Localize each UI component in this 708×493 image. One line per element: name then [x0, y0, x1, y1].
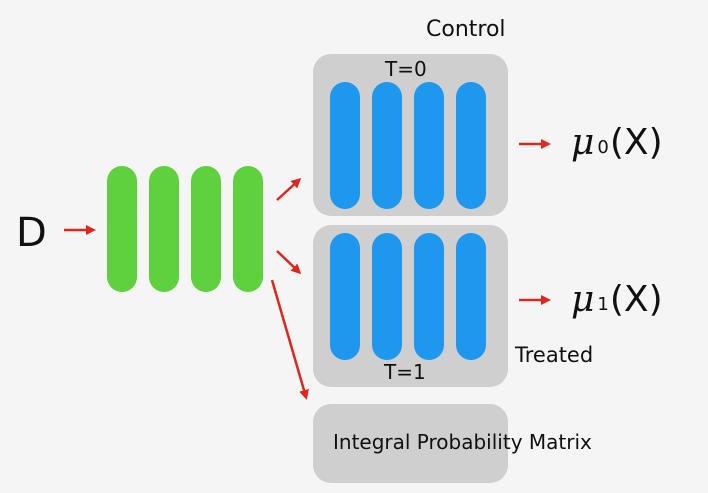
output-subscript: 1 [597, 294, 609, 315]
control-head-box: T=0 [313, 54, 508, 216]
control-treatment-label: T=0 [385, 57, 427, 81]
control-head-layer [456, 82, 486, 209]
ipm-label: Integral Probability Matrix [333, 430, 592, 454]
treated-title: Treated [515, 343, 594, 367]
control-head-layer [414, 82, 444, 209]
shared-layer [149, 166, 179, 292]
mu-symbol: μ [571, 122, 595, 163]
mu-symbol: μ [571, 279, 595, 320]
treated-head-layer [414, 233, 444, 360]
output-arg: (X) [609, 122, 663, 163]
treated-treatment-label: T=1 [384, 360, 426, 384]
control-title: Control [426, 17, 506, 42]
treated-head-layer [372, 233, 402, 360]
control-head-layer [372, 82, 402, 209]
output-subscript: 0 [597, 137, 609, 158]
arrow-shared-to-control [276, 177, 302, 201]
shared-layer [233, 166, 263, 292]
arrow-shared-to-treated [276, 250, 302, 275]
treated-head-layer [456, 233, 486, 360]
shared-layer [191, 166, 221, 292]
treated-head-box: T=1 [313, 225, 508, 387]
ipm-box [313, 404, 508, 483]
treated-head-layer [330, 233, 360, 360]
shared-layer [107, 166, 137, 292]
output-arg: (X) [609, 279, 663, 320]
arrow-shared-to-ipm [270, 279, 309, 400]
input-label-d: D [16, 210, 47, 256]
control-head-layer [330, 82, 360, 209]
